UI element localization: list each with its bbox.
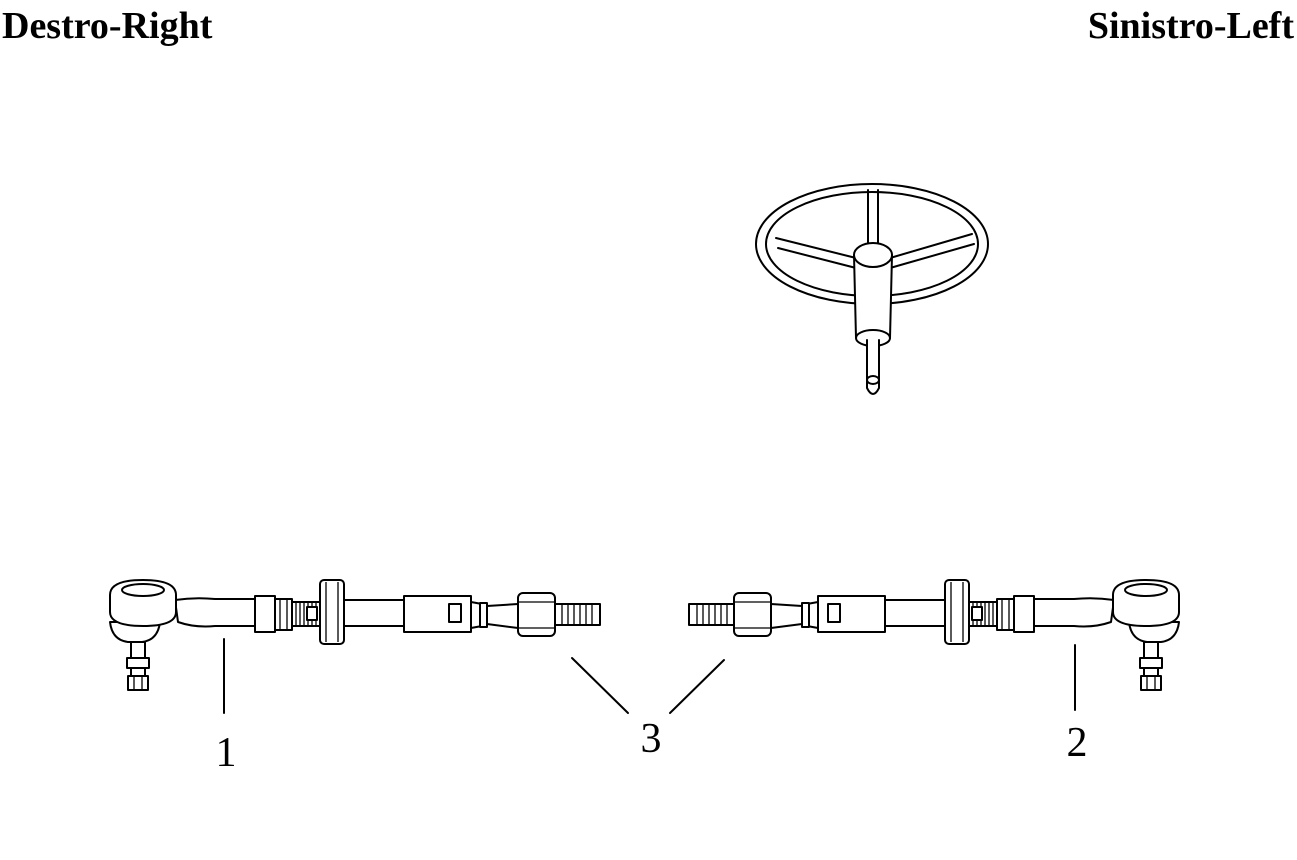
tie-rod-left-icon (688, 579, 1180, 691)
callout-2: 2 (1067, 720, 1088, 766)
leader-line-3a (571, 657, 629, 714)
steering-wheel-icon (755, 183, 989, 395)
label-right-side: Destro-Right (2, 5, 213, 47)
leader-line-3b (669, 659, 725, 714)
label-left-side: Sinistro-Left (1087, 5, 1294, 47)
tie-rod-right-icon (109, 579, 601, 691)
callout-3: 3 (641, 716, 662, 762)
callout-1: 1 (216, 730, 237, 776)
